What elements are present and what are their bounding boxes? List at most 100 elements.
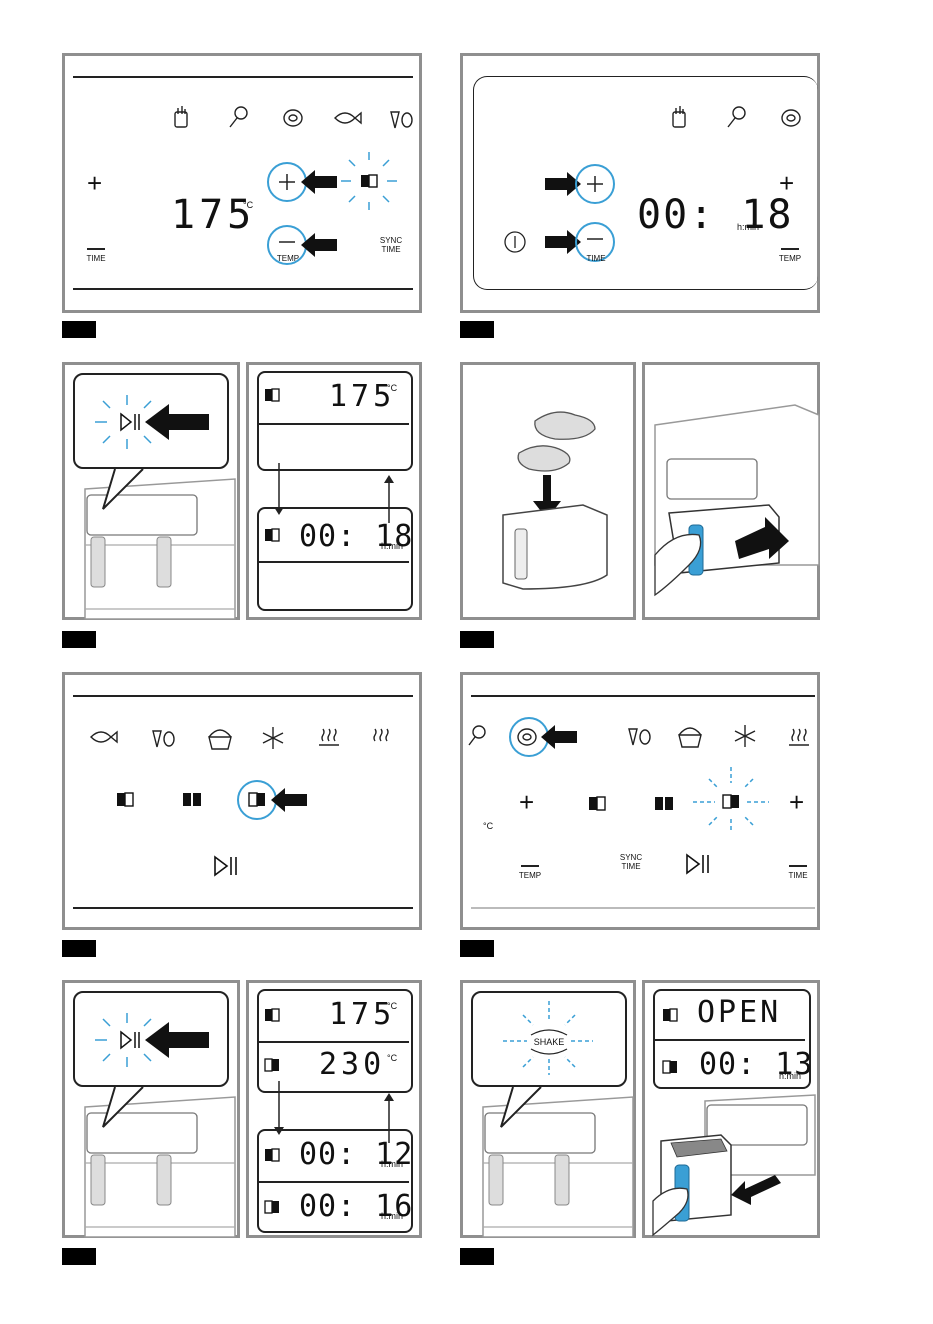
step-label bbox=[460, 321, 494, 338]
play-pause-icon bbox=[121, 414, 131, 430]
panel-step-5 bbox=[62, 672, 422, 930]
panel-step-4-food bbox=[460, 362, 636, 620]
start-pause-callout bbox=[65, 983, 235, 1223]
program-icons-row bbox=[463, 719, 823, 759]
step-label bbox=[460, 1248, 494, 1265]
drumstick-icon bbox=[469, 726, 485, 745]
program-icons-row bbox=[165, 106, 465, 136]
basket-options[interactable] bbox=[105, 775, 405, 835]
panel-step-8-fryer: SHAKE bbox=[460, 980, 636, 1238]
divider bbox=[471, 907, 815, 909]
transition-arrows bbox=[249, 983, 419, 1233]
fryer-illustration bbox=[463, 983, 633, 1241]
vegetable-icon bbox=[629, 729, 650, 745]
arrow-left-icon bbox=[301, 233, 337, 257]
sync-time-label: SYNC TIME bbox=[373, 236, 409, 254]
fish-icon bbox=[335, 113, 361, 123]
temp-label: TEMP bbox=[775, 254, 805, 263]
basket-right-icon bbox=[663, 1061, 683, 1075]
program-icons-row bbox=[663, 106, 823, 136]
heat-icon bbox=[374, 729, 388, 741]
step-label bbox=[62, 631, 96, 648]
minus-time-bar[interactable] bbox=[789, 865, 807, 867]
arrow-left-icon bbox=[145, 1022, 209, 1058]
basket-left-icon bbox=[663, 1009, 683, 1023]
arrow-left-icon bbox=[271, 788, 307, 812]
divider bbox=[73, 288, 413, 290]
basket-options[interactable] bbox=[589, 795, 689, 815]
drumstick-icon bbox=[230, 107, 247, 127]
fries-icon bbox=[673, 106, 685, 127]
pull-basket-illustration bbox=[645, 1091, 823, 1241]
steak-icon bbox=[518, 446, 570, 471]
frozen-icon bbox=[735, 725, 755, 747]
arrow-left-icon bbox=[301, 170, 337, 194]
arrow-left-icon bbox=[731, 1175, 781, 1205]
fries-icon bbox=[175, 106, 187, 127]
time-unit: h:min bbox=[737, 222, 759, 232]
minus-temp-bar[interactable] bbox=[521, 865, 539, 867]
plus-temp-button[interactable]: + bbox=[519, 787, 534, 818]
keep-warm-icon bbox=[319, 729, 339, 745]
panel-step-7-display: 175 °C 230 °C 00: 12 h:min 00: 16 h:min bbox=[246, 980, 422, 1238]
basket-left-icon bbox=[117, 793, 133, 806]
divider bbox=[73, 76, 413, 78]
vegetable-icon bbox=[153, 731, 174, 747]
step-label bbox=[460, 631, 494, 648]
sync-time-label: SYNC TIME bbox=[611, 853, 651, 871]
muffin-icon bbox=[209, 730, 231, 749]
program-icons-row bbox=[85, 725, 425, 755]
time-label: TIME bbox=[783, 871, 813, 880]
frozen-icon bbox=[263, 727, 283, 749]
step-label bbox=[62, 1248, 96, 1265]
basket-select-blink-icon bbox=[341, 152, 401, 212]
temperature-unit: °C bbox=[243, 200, 253, 210]
transition-arrows bbox=[249, 365, 419, 615]
insert-basket-illustration bbox=[645, 365, 823, 623]
open-status: OPEN bbox=[697, 995, 781, 1030]
divider bbox=[655, 1039, 805, 1041]
vegetable-icon bbox=[391, 112, 412, 128]
basket-both-icon bbox=[183, 793, 201, 806]
minus-time-bar[interactable] bbox=[87, 248, 105, 250]
step-label bbox=[62, 321, 96, 338]
play-pause-icon[interactable] bbox=[683, 851, 713, 881]
steak-icon bbox=[782, 110, 800, 126]
time-unit: h:min bbox=[779, 1071, 801, 1081]
time-label: TIME bbox=[581, 254, 611, 263]
temperature-display: 175 bbox=[171, 192, 255, 238]
steak-icon bbox=[518, 729, 536, 745]
panel-step-4-insert bbox=[642, 362, 820, 620]
play-pause-icon bbox=[121, 1032, 131, 1048]
panel-step-6: + °C + TEMP SYNC TIME TIME bbox=[460, 672, 820, 930]
play-pause-icon[interactable] bbox=[211, 853, 241, 883]
food-into-basket-illustration bbox=[463, 365, 639, 623]
steak-icon bbox=[284, 110, 302, 126]
plus-time-button[interactable]: + bbox=[87, 168, 102, 199]
time-display: 00: 18 bbox=[637, 192, 794, 238]
panel-step-1: + TIME 175 °C TEMP SYNC TIME bbox=[62, 53, 422, 313]
divider bbox=[471, 695, 815, 697]
panel-step-7-fryer bbox=[62, 980, 240, 1238]
panel-step-3-fryer bbox=[62, 362, 240, 620]
plus-temp-button[interactable]: + bbox=[779, 168, 794, 199]
plus-time-button[interactable]: + bbox=[789, 787, 804, 818]
start-pause-callout bbox=[65, 365, 235, 605]
muffin-icon bbox=[679, 728, 701, 747]
basket-right-blink-icon bbox=[693, 767, 773, 833]
fish-icon bbox=[91, 732, 117, 742]
panel-step-2: TIME 00: 18 h:min + TEMP bbox=[460, 53, 820, 313]
basket-left-icon bbox=[589, 797, 605, 810]
panel-step-8-display: OPEN 00: 13 h:min bbox=[642, 980, 820, 1238]
temp-label: TEMP bbox=[273, 254, 303, 263]
panel-step-3-display: 175 °C 00: 18 h:min bbox=[246, 362, 422, 620]
divider bbox=[73, 695, 413, 697]
temp-unit: °C bbox=[483, 821, 493, 831]
time-label: TIME bbox=[81, 254, 111, 263]
minus-temp-bar[interactable] bbox=[781, 248, 799, 250]
divider bbox=[73, 907, 413, 909]
step-label bbox=[460, 940, 494, 957]
step-label bbox=[62, 940, 96, 957]
temp-label: TEMP bbox=[513, 871, 547, 880]
drumstick-icon bbox=[728, 107, 745, 127]
